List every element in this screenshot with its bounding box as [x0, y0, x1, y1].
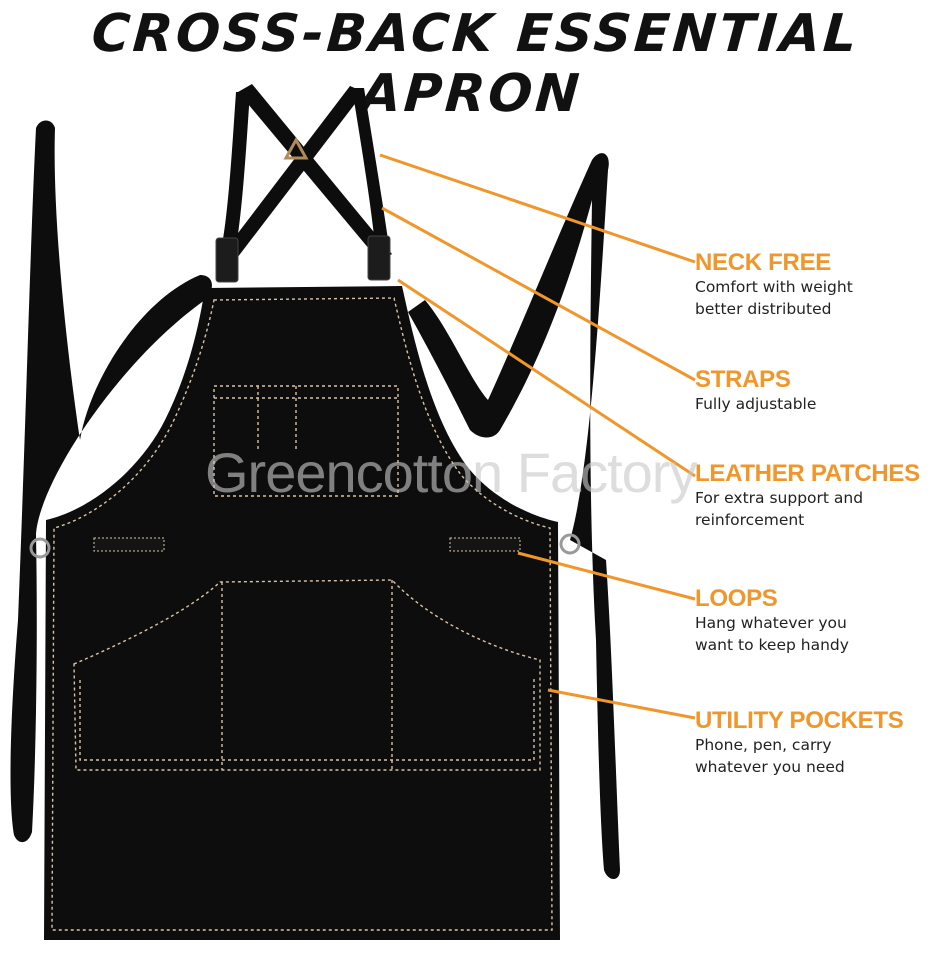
chest-pocket [213, 385, 399, 497]
callout-line-leather-patches [397, 278, 696, 478]
right-strap-lower [352, 88, 390, 255]
apron-body [44, 286, 560, 940]
feature-straps: STRAPS Fully adjustable [695, 367, 945, 415]
feature-description-line: For extra support and [695, 489, 864, 507]
feature-neck-free: NECK FREE Comfort with weight better dis… [695, 250, 945, 320]
left-loop [93, 537, 165, 552]
feature-description-line: Comfort with weight [695, 278, 853, 296]
feature-heading: LOOPS [695, 585, 778, 612]
callout-line-straps [381, 206, 696, 382]
feature-description-line: reinforcement [695, 511, 805, 529]
left-strap-lower [220, 92, 250, 258]
feature-description-line: Hang whatever you [695, 614, 847, 632]
watermark: Greencotton Factory [205, 441, 697, 504]
left-strap [238, 84, 392, 262]
right-d-ring [559, 533, 581, 555]
feature-heading: NECK FREE [695, 249, 831, 276]
feature-description-line: whatever you need [695, 758, 845, 776]
callout-line-utility-pockets [547, 688, 696, 720]
callout-lines [379, 153, 696, 720]
feature-heading: LEATHER PATCHES [695, 460, 920, 487]
left-d-ring [29, 537, 51, 559]
feature-loops: LOOPS Hang whatever you want to keep han… [695, 586, 945, 656]
feature-heading: UTILITY POCKETS [695, 707, 904, 734]
utility-pocket-inner [79, 676, 535, 761]
feature-leather-patches: LEATHER PATCHES For extra support and re… [695, 461, 945, 531]
left-leather-patch [215, 237, 239, 283]
feature-heading: STRAPS [695, 366, 791, 393]
right-loop [449, 537, 521, 552]
strap-buckle [283, 136, 309, 160]
right-strap [222, 86, 364, 262]
callout-line-neck-free [379, 153, 696, 264]
body-stitching [51, 297, 553, 931]
feature-description-line: better distributed [695, 300, 832, 318]
feature-utility-pockets: UTILITY POCKETS Phone, pen, carry whatev… [695, 708, 945, 778]
right-leather-patch [367, 235, 391, 281]
callout-line-loops [517, 551, 696, 601]
feature-description-line: want to keep handy [695, 636, 849, 654]
feature-description-line: Fully adjustable [695, 395, 817, 413]
right-waist-tie [408, 153, 620, 880]
utility-pocket-outline [73, 579, 541, 771]
feature-description-line: Phone, pen, carry [695, 736, 832, 754]
left-waist-tie [10, 120, 212, 843]
